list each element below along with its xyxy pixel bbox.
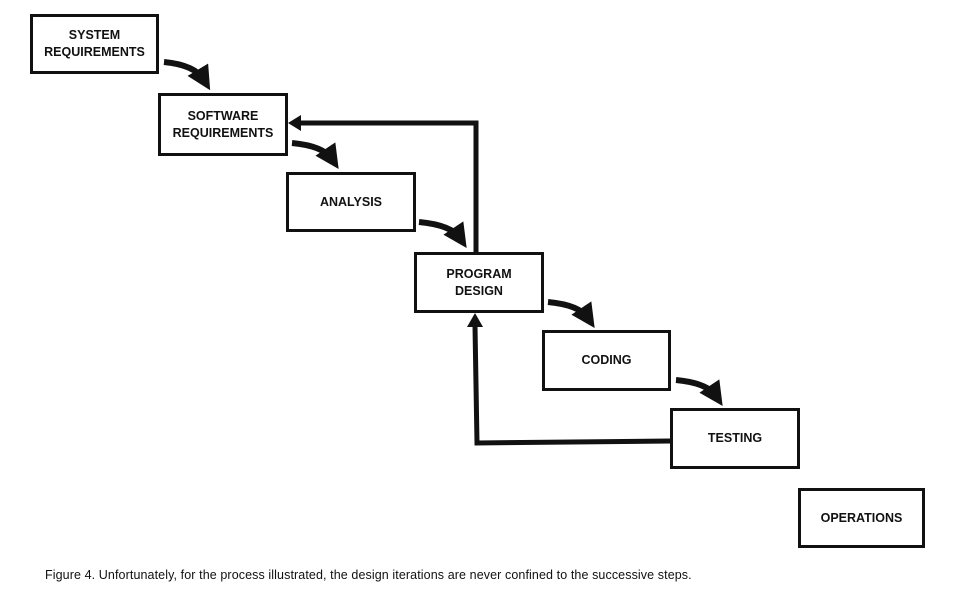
step-operations: OPERATIONS [798, 488, 925, 548]
feedback-arrow-testing-to-design [472, 325, 671, 446]
flow-arrow-design-to-coding [547, 299, 595, 328]
feedback-arrow-design-to-software [300, 120, 479, 252]
step-software-requirements: SOFTWARE REQUIREMENTS [158, 93, 288, 156]
step-testing: TESTING [670, 408, 800, 469]
feedback-arrowhead-design [467, 313, 483, 327]
flow-arrow-software-to-analysis [291, 140, 339, 169]
flow-arrow-system-to-software [163, 59, 211, 91]
feedback-arrowhead-software [288, 115, 301, 131]
step-coding: CODING [542, 330, 671, 391]
step-analysis: ANALYSIS [286, 172, 416, 232]
figure-caption: Figure 4. Unfortunately, for the process… [45, 568, 692, 582]
flow-arrow-coding-to-testing [675, 377, 723, 406]
step-system-requirements: SYSTEM REQUIREMENTS [30, 14, 159, 74]
step-program-design: PROGRAM DESIGN [414, 252, 544, 313]
flow-arrow-analysis-to-design [418, 219, 467, 248]
